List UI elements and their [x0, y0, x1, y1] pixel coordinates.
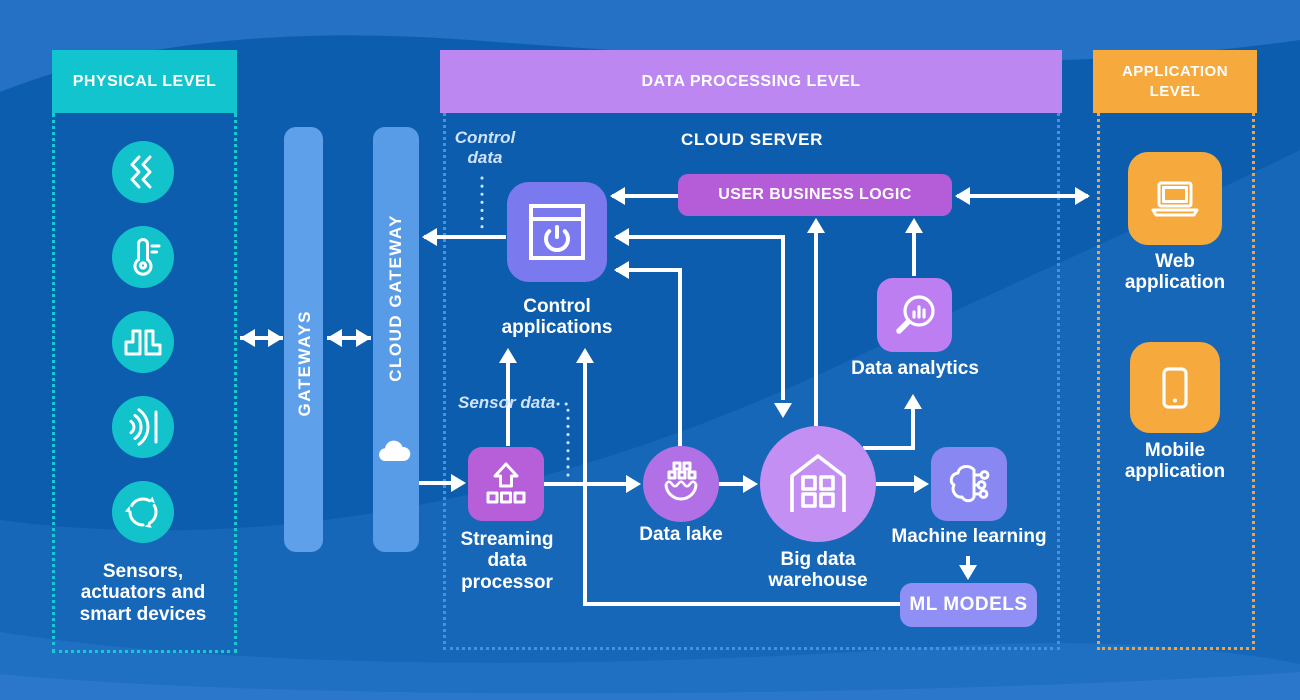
- data-analytics-label: Data analytics: [851, 358, 979, 379]
- mobile-application-label: Mobile application: [1124, 440, 1226, 483]
- vibration-sensor-circle: [112, 141, 174, 203]
- control-applications-box: [507, 182, 607, 282]
- machine-learning-label: Machine learning: [891, 526, 1047, 547]
- vibration-icon: [130, 155, 152, 189]
- data-processing-level-zone: [443, 113, 1060, 650]
- cloud-gateway-label: CLOUD GATEWAY: [386, 213, 405, 382]
- laptop-icon: [1151, 181, 1199, 216]
- mobile-application-box: [1130, 342, 1220, 433]
- web-application-label: Web application: [1124, 251, 1226, 294]
- sensor-data-annotation: Sensor data: [458, 393, 556, 412]
- control-data-annotation: Control data: [454, 128, 516, 168]
- data-lake-circle: [643, 446, 719, 522]
- machine-learning-box: [931, 447, 1007, 521]
- ml-models-box: ML MODELS: [900, 583, 1037, 627]
- web-application-box: [1128, 152, 1222, 245]
- histogram-icon: [124, 329, 162, 356]
- cloud-icon: [379, 440, 411, 461]
- rotation-actuator-circle: [112, 481, 174, 543]
- cloud-gateway-bar: CLOUD GATEWAY: [373, 127, 419, 552]
- physical-level-header: PHYSICAL LEVEL: [52, 50, 237, 113]
- data-analytics-box: [877, 278, 952, 352]
- big-data-warehouse-label: Big data warehouse: [768, 549, 868, 592]
- application-level-zone: [1097, 113, 1255, 650]
- data-processing-level-header: DATA PROCESSING LEVEL: [440, 50, 1062, 113]
- proximity-sensor-circle: [112, 396, 174, 458]
- thermometer-icon: [133, 238, 161, 276]
- smartphone-icon: [1162, 366, 1188, 409]
- gateways-bar: GATEWAYS: [284, 127, 323, 552]
- streaming-data-processor-label: Streaming data processor: [460, 529, 554, 593]
- proximity-waves-icon: [129, 408, 158, 446]
- sensors-caption: Sensors, actuators and smart devices: [79, 561, 207, 625]
- streaming-data-processor-box: [468, 447, 544, 521]
- physical-level-zone: [52, 113, 237, 653]
- warehouse-icon: [790, 454, 846, 512]
- stream-upload-icon: [486, 462, 526, 504]
- application-level-header: APPLICATION LEVEL: [1093, 50, 1257, 113]
- control-applications-label: Control applications: [501, 296, 613, 339]
- data-lake-label: Data lake: [639, 524, 723, 545]
- big-data-warehouse-circle: [760, 426, 876, 542]
- brain-circuit-icon: [949, 464, 990, 503]
- rotation-arrows-icon: [124, 496, 158, 528]
- data-lake-icon: [664, 461, 698, 501]
- signal-sensor-circle: [112, 311, 174, 373]
- user-business-logic-box: USER BUSINESS LOGIC: [678, 174, 952, 216]
- analytics-magnifier-icon: [895, 295, 935, 334]
- window-power-icon: [529, 204, 585, 260]
- cloud-server-title: CLOUD SERVER: [681, 130, 823, 149]
- temperature-sensor-circle: [112, 226, 174, 288]
- gateways-label: GATEWAYS: [294, 310, 314, 417]
